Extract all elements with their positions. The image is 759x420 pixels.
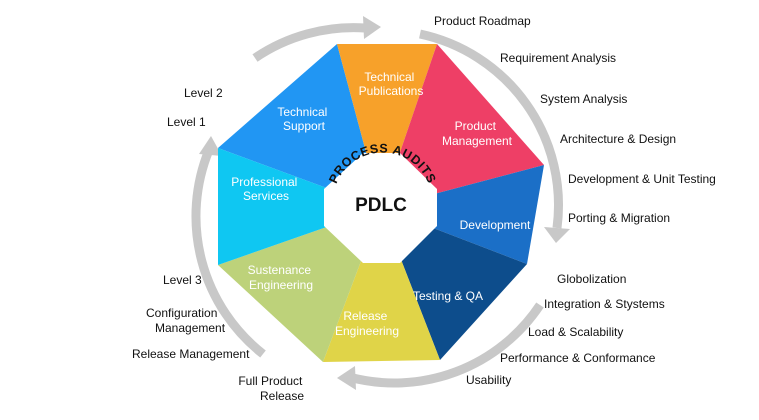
label-porting-migration: Porting & Migration: [568, 211, 670, 225]
label-requirement-analysis: Requirement Analysis: [500, 51, 616, 65]
ring-arrowheads: [199, 16, 570, 390]
arrowhead-top-icon: [363, 16, 381, 39]
segment-testing-qa: [381, 165, 544, 264]
segment-technical-publications: [218, 44, 381, 208]
segment-labels: Technical Publications Product Managemen…: [231, 70, 531, 338]
label-performance-conformance: Performance & Conformance: [500, 351, 656, 365]
segment-development: [381, 44, 544, 208]
arrowhead-bottom-icon: [337, 366, 356, 390]
ring-arc-left: [191, 148, 266, 358]
segment-product-management: [337, 44, 437, 208]
hub-title: PDLC: [355, 195, 407, 216]
segment-professional-services: [218, 208, 381, 362]
label-configuration-management: Configuration Management: [146, 306, 226, 335]
arrowhead-right-icon: [544, 227, 570, 243]
segment-label-testing-qa: Testing & QA: [413, 289, 483, 303]
segment-technical-support: [218, 148, 381, 265]
ring-arc-right: [419, 29, 563, 229]
segment-label-product-management: Product Management: [442, 119, 513, 148]
ring-arc-bottom: [347, 302, 544, 388]
segment-label-development: Development: [460, 218, 531, 232]
label-system-analysis: System Analysis: [540, 92, 627, 106]
left-activity-labels: Level 2 Level 1 Level 3 Configuration Ma…: [132, 86, 305, 403]
segment-label-technical-publications: Technical Publications: [359, 70, 424, 98]
label-integration-systems: Integration & Stystems: [544, 297, 665, 311]
segment-label-release-engineering: Release Engineering: [335, 309, 399, 338]
segment-label-technical-support: Technical Support: [277, 105, 330, 133]
label-development-unit-testing: Development & Unit Testing: [568, 172, 716, 186]
hub-octagon: [324, 153, 437, 263]
cycle-ring: [191, 23, 563, 388]
segment-label-professional-services: Professional Services: [231, 175, 300, 203]
label-level-2: Level 2: [184, 86, 223, 100]
label-load-scalability: Load & Scalability: [528, 325, 623, 339]
label-product-roadmap: Product Roadmap: [434, 14, 531, 28]
segment-label-sustenance-engineering: Sustenance Engineering: [248, 263, 315, 292]
right-activity-labels: Product Roadmap Requirement Analysis Sys…: [434, 14, 716, 387]
label-full-product-release: Full Product Release: [238, 374, 305, 403]
label-globolization: Globolization: [557, 272, 626, 286]
ring-arc-top: [252, 23, 366, 62]
label-level-1: Level 1: [167, 115, 206, 129]
segment-release-engineering: [381, 208, 527, 360]
pdlc-segments: [218, 44, 544, 362]
label-release-management: Release Management: [132, 347, 250, 361]
arrowhead-left-icon: [199, 136, 222, 156]
label-architecture-design: Architecture & Design: [560, 132, 676, 146]
label-usability: Usability: [466, 373, 511, 387]
label-level-3: Level 3: [163, 273, 202, 287]
segment-sustenance-engineering: [323, 208, 440, 362]
